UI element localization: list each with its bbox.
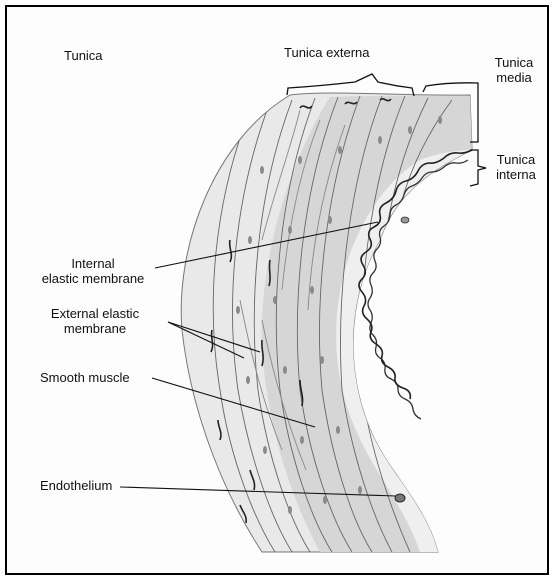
- label-tunica-interna: Tunica interna: [488, 152, 544, 182]
- label-internal-elastic-membrane: Internal elastic membrane: [32, 256, 154, 286]
- label-tunica: Tunica: [64, 48, 103, 63]
- label-tunica-media-line1: Tunica: [486, 55, 542, 70]
- label-external-elastic-line1: External elastic: [36, 306, 154, 321]
- label-tunica-interna-line1: Tunica: [488, 152, 544, 167]
- label-endothelium: Endothelium: [40, 478, 112, 493]
- tunica-interna-bracket: [470, 150, 486, 186]
- label-smooth-muscle: Smooth muscle: [40, 370, 130, 385]
- endothelial-cell: [395, 494, 405, 502]
- label-external-elastic-line2: membrane: [36, 321, 154, 336]
- label-tunica-externa: Tunica externa: [284, 45, 370, 60]
- label-external-elastic-membrane: External elastic membrane: [36, 306, 154, 336]
- label-internal-elastic-line2: elastic membrane: [32, 271, 154, 286]
- label-tunica-media-line2: media: [486, 70, 542, 85]
- label-internal-elastic-line1: Internal: [32, 256, 154, 271]
- label-tunica-media: Tunica media: [486, 55, 542, 85]
- endothelial-cell-upper: [401, 217, 409, 223]
- label-tunica-interna-line2: interna: [488, 167, 544, 182]
